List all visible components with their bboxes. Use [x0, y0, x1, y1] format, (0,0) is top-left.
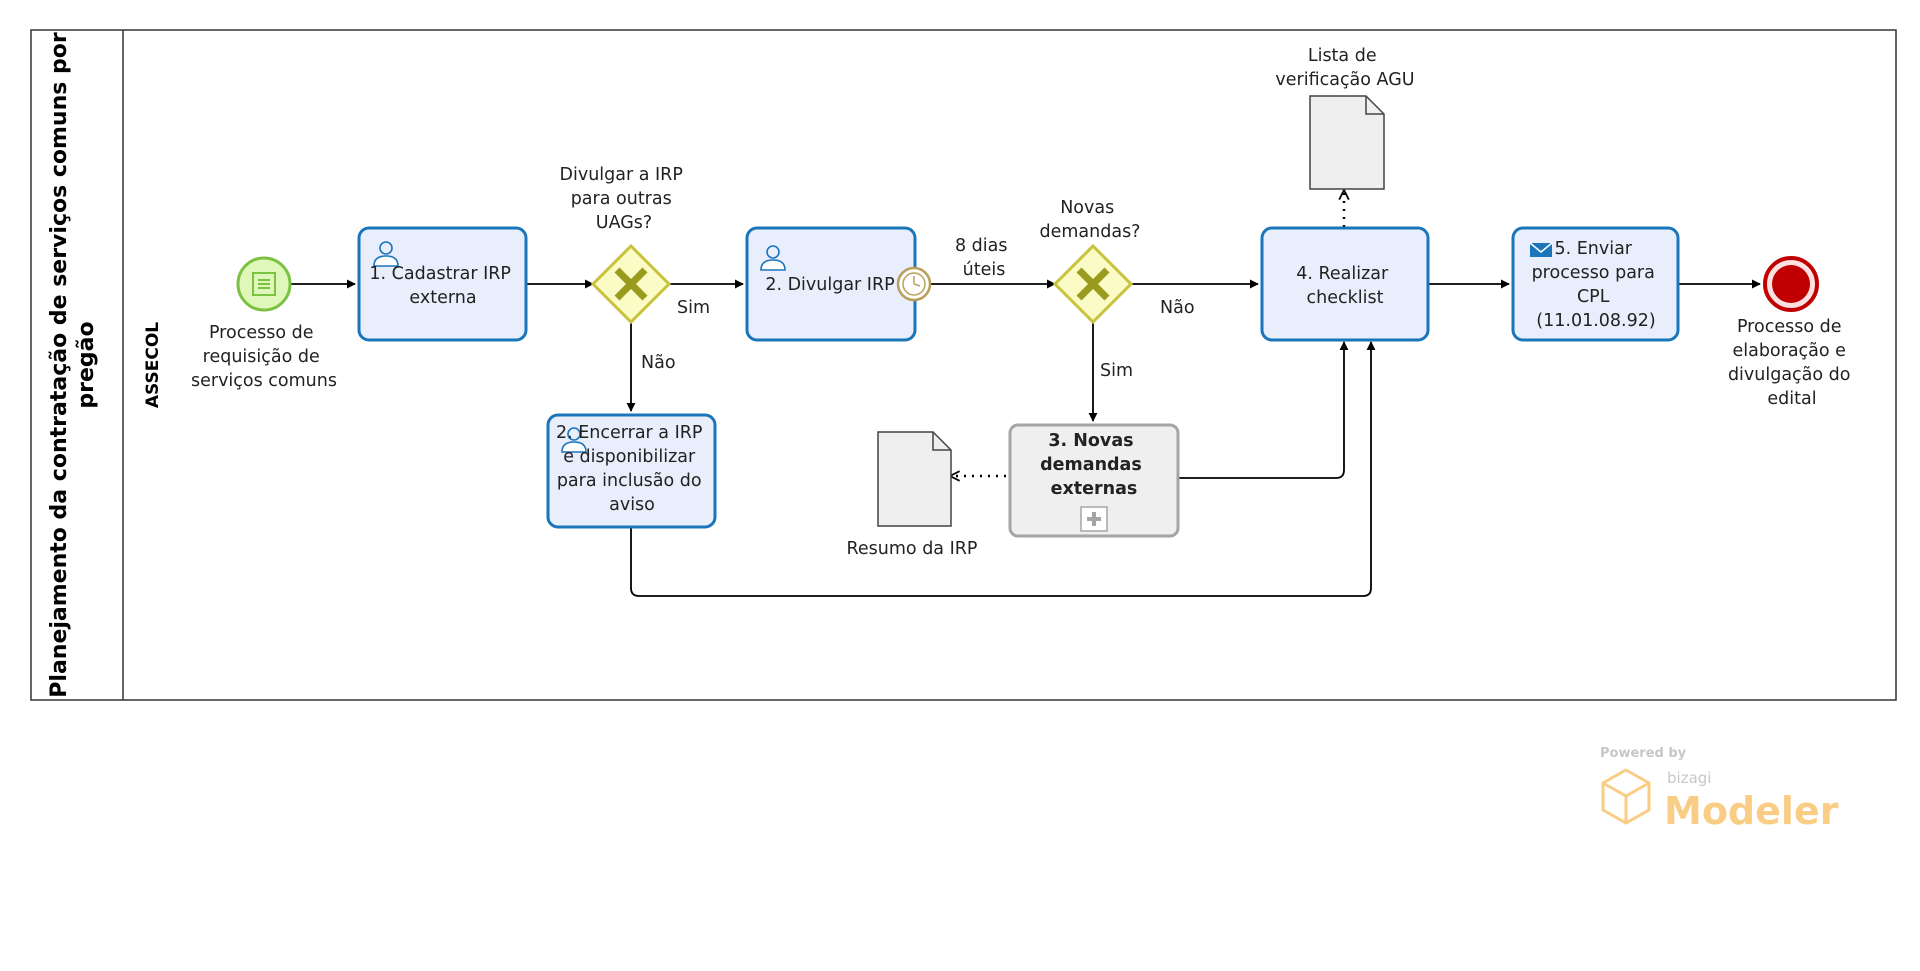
timer-icon [896, 266, 932, 302]
gateway-question: Novas demandas? [1040, 198, 1141, 242]
conditional-icon [252, 272, 276, 296]
brand-name: bizagi [1667, 769, 1711, 787]
x-mark-icon [1076, 267, 1110, 301]
flow-t2b-t4 [630, 341, 1376, 597]
expand-plus-icon[interactable] [1080, 506, 1108, 532]
task-divulgar-irp[interactable]: 2. Divulgar IRP [745, 226, 932, 342]
bizagi-logo-icon [1601, 768, 1651, 825]
pool[interactable]: Planejamento da contratação de serviços … [30, 29, 1897, 701]
pool-title-line2: pregão [74, 321, 99, 408]
data-object-label: Resumo da IRP [847, 539, 978, 559]
sequence-flows [291, 279, 1761, 597]
exclusive-gateway-divulgar[interactable] [590, 243, 672, 325]
task-label: 5. Enviar processo para CPL (11.01.08.92… [1532, 239, 1661, 331]
data-object-resumo[interactable] [877, 431, 952, 527]
timer-label: 8 dias úteis [955, 236, 1013, 280]
task-realizar-checklist[interactable]: 4. Realizar checklist [1260, 226, 1430, 342]
flow-label-sim: Sim [677, 298, 710, 318]
associations [950, 190, 1344, 476]
data-object-label: Lista de verificação AGU [1275, 46, 1414, 90]
start-event[interactable] [236, 256, 292, 312]
task-cadastrar-irp[interactable]: 1. Cadastrar IRP externa [357, 226, 528, 342]
user-icon [561, 427, 587, 453]
flow-label-sim: Sim [1100, 361, 1133, 381]
product-name: Modeler [1664, 789, 1839, 833]
end-event[interactable] [1763, 256, 1819, 312]
envelope-icon [1529, 242, 1553, 257]
subprocess-label: 3. Novas demandas externas [1040, 431, 1148, 499]
flow-label-nao: Não [1160, 298, 1195, 318]
bizagi-watermark: Powered by bizagi Modeler [1600, 746, 1839, 833]
end-label: Processo de elaboração e divulgação do e… [1728, 317, 1856, 409]
task-label: 2. Divulgar IRP [765, 275, 894, 295]
powered-by-text: Powered by [1600, 746, 1687, 761]
task-label: 2. Encerrar a IRP e disponibilizar para … [556, 423, 708, 515]
user-icon [373, 241, 399, 267]
task-label: 4. Realizar checklist [1296, 264, 1394, 308]
pool-title-line1: Planejamento da contratação de serviços … [47, 32, 72, 698]
task-encerrar-irp[interactable]: 2. Encerrar a IRP e disponibilizar para … [546, 413, 717, 529]
data-object-checklist[interactable] [1309, 95, 1385, 190]
gateway-question: Divulgar a IRP para outras UAGs? [560, 165, 689, 233]
task-enviar-processo[interactable]: 5. Enviar processo para CPL (11.01.08.92… [1511, 226, 1680, 342]
flow-t3-t4 [1178, 341, 1349, 479]
user-icon [760, 245, 786, 271]
x-mark-icon [614, 267, 648, 301]
exclusive-gateway-novas-demandas[interactable] [1052, 243, 1134, 325]
task-label: 1. Cadastrar IRP externa [369, 264, 516, 308]
lane-label: ASSECOL [143, 322, 163, 408]
flow-label-nao: Não [641, 353, 676, 373]
subprocess-novas-demandas[interactable]: 3. Novas demandas externas [1008, 423, 1180, 538]
start-label: Processo de requisição de serviços comun… [191, 323, 337, 391]
